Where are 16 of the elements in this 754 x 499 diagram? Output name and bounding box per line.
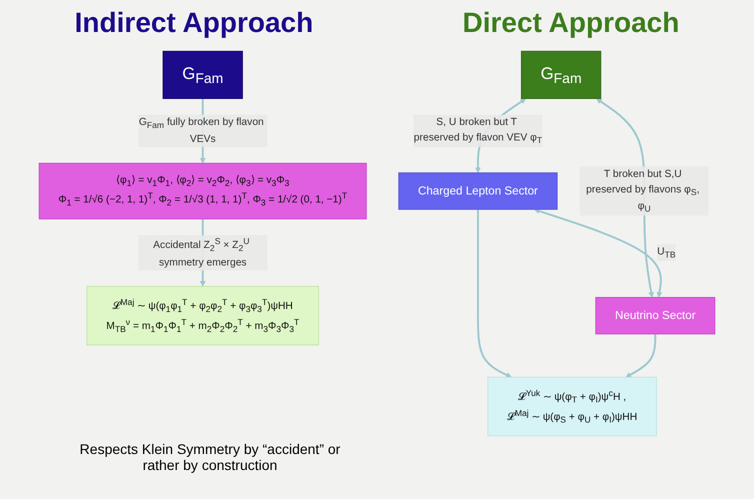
arrow	[626, 334, 656, 378]
node-box: 𝓛$^{Yuk}$ ∼ ψ(φ$_{T}$ + φ$_{I}$)ψ$^{c}$H , 𝓛$^{Maj}$ ∼ ψ(φ$_{S}$ + φ$_{U}$ + φ$_{I}$)ψHH	[487, 376, 657, 436]
section-heading: Indirect Approach	[74, 7, 314, 39]
arrow	[534, 208, 662, 298]
edge-label: S, U broken but T preserved by flavon VEV φ$_{T}$	[414, 116, 542, 146]
node-box: ⟨φ$_{1}$⟩ = v$_{1}$Φ$_{1}$, ⟨φ$_{2}$⟩ = v$_{2}$Φ$_{2}$, ⟨φ$_{3}$⟩ = v$_{3}$Φ$_{3}$ Φ$_{1}$ = 1/√6 (−2, 1, 1)$^{T}$, Φ$_{2}$ = 1/√3 (1, 1, 1)$^{T}$, Φ$_{3}$ = 1/√2 (0, 1, −1)$^{T}$	[38, 162, 367, 220]
edge-label: U$_{TB}$	[657, 246, 676, 260]
arrow	[476, 209, 512, 378]
note-text: Respects Klein Symmetry by “accident” or rather by construction	[78, 441, 342, 473]
edge-label: T broken but S,U preserved by flavons φ$_{S}$, φ$_{U}$	[586, 168, 700, 214]
node-box: G$_{Fam}$	[162, 50, 243, 99]
node-box: G$_{Fam}$	[520, 50, 602, 99]
node-box: Neutrino Sector	[595, 296, 716, 334]
section-heading: Direct Approach	[462, 7, 680, 39]
node-box: Charged Lepton Sector	[398, 172, 558, 210]
edge-label: G$_{Fam}$ fully broken by flavon VEVs	[138, 116, 264, 144]
